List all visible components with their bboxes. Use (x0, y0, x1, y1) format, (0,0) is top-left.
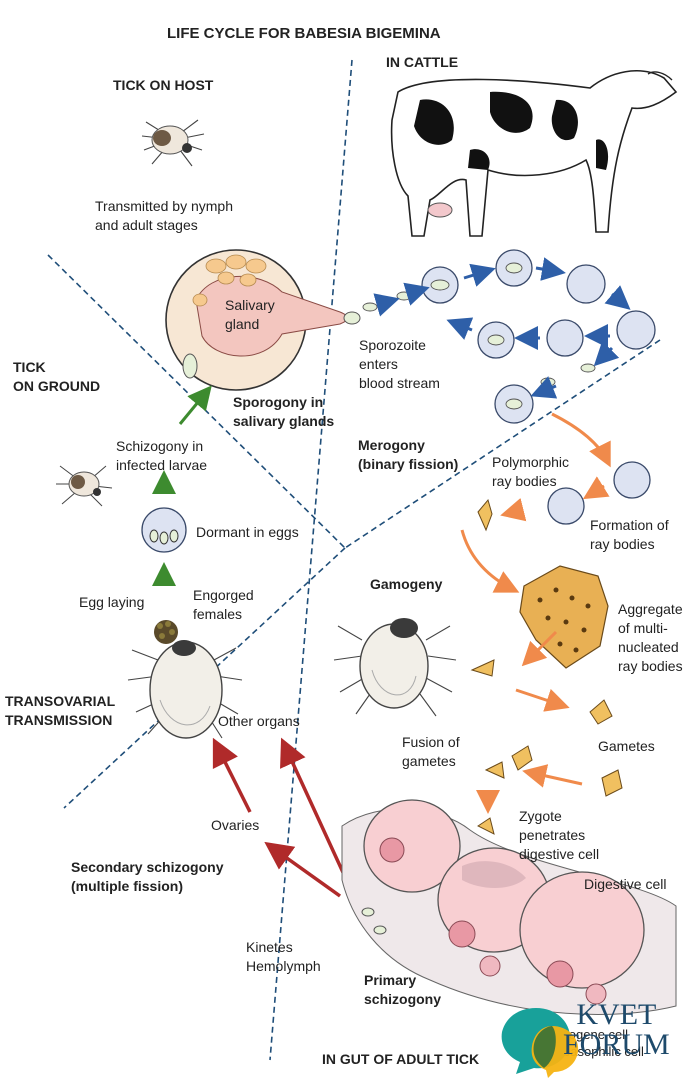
salivary-gland-icon (165, 249, 361, 391)
red-arrows (212, 737, 354, 898)
cow-icon (390, 70, 678, 237)
section-tick-on-ground: TICK ON GROUND (13, 359, 101, 394)
blue-arrows (373, 257, 631, 399)
adult-tick-icon (333, 618, 457, 717)
label-digestive-cell: Digestive cell (584, 876, 667, 892)
label-salivary-gland: Salivary gland (225, 297, 275, 332)
label-formation: Formation of ray bodies (590, 517, 669, 552)
label-schizogony-larvae: Schizogony in infected larvae (116, 438, 208, 473)
label-sporozoite: Sporozoite enters blood stream (359, 337, 440, 391)
kvet-forum-logo (501, 1008, 579, 1078)
green-arrows (152, 385, 212, 586)
label-engorged: Engorged females (193, 587, 254, 622)
label-polymorphic: Polymorphic ray bodies (492, 454, 570, 489)
label-ovaries: Ovaries (211, 817, 260, 833)
divider-cattle-gut (344, 339, 661, 549)
label-gametes: Gametes (598, 738, 655, 754)
label-other-organs: Other organs (218, 713, 300, 729)
label-dormant: Dormant in eggs (196, 524, 299, 540)
gametes (470, 498, 623, 835)
divider-vertical (269, 59, 353, 1061)
tick-on-host-icon (141, 119, 205, 167)
orange-arrows (460, 412, 611, 814)
kvet-forum-wordmark: KVET FORUM (563, 998, 670, 1061)
dormant-egg-icon (141, 507, 187, 553)
label-primary-schizogony: Primary schizogony (364, 972, 442, 1007)
larva-tick-icon (56, 465, 113, 507)
label-egg-laying: Egg laying (79, 594, 145, 610)
label-transmitted: Transmitted by nymph and adult stages (95, 198, 233, 233)
label-kinetes: Kinetes Hemolymph (246, 939, 321, 974)
section-tick-on-host: TICK ON HOST (113, 77, 214, 93)
diagram-title: LIFE CYCLE FOR BABESIA BIGEMINA (167, 25, 441, 42)
section-transovarial: TRANSOVARIAL TRANSMISSION (5, 693, 116, 728)
label-zygote: Zygote penetrates digestive cell (519, 808, 600, 862)
label-merogony: Merogony (binary fission) (358, 437, 459, 472)
label-secondary-schizogony: Secondary schizogony (multiple fission) (71, 859, 224, 894)
digestive-cells-icon (341, 799, 677, 1015)
label-gamogeny: Gamogeny (370, 576, 443, 592)
label-sporogony: Sporogony in salivary glands (233, 394, 335, 429)
label-fusion: Fusion of gametes (402, 734, 460, 769)
engorged-female-tick-icon (127, 620, 243, 739)
label-aggregate: Aggregate of multi- nucleated ray bodies (618, 601, 683, 674)
section-in-gut: IN GUT OF ADULT TICK (322, 1051, 480, 1067)
section-in-cattle: IN CATTLE (386, 54, 459, 70)
